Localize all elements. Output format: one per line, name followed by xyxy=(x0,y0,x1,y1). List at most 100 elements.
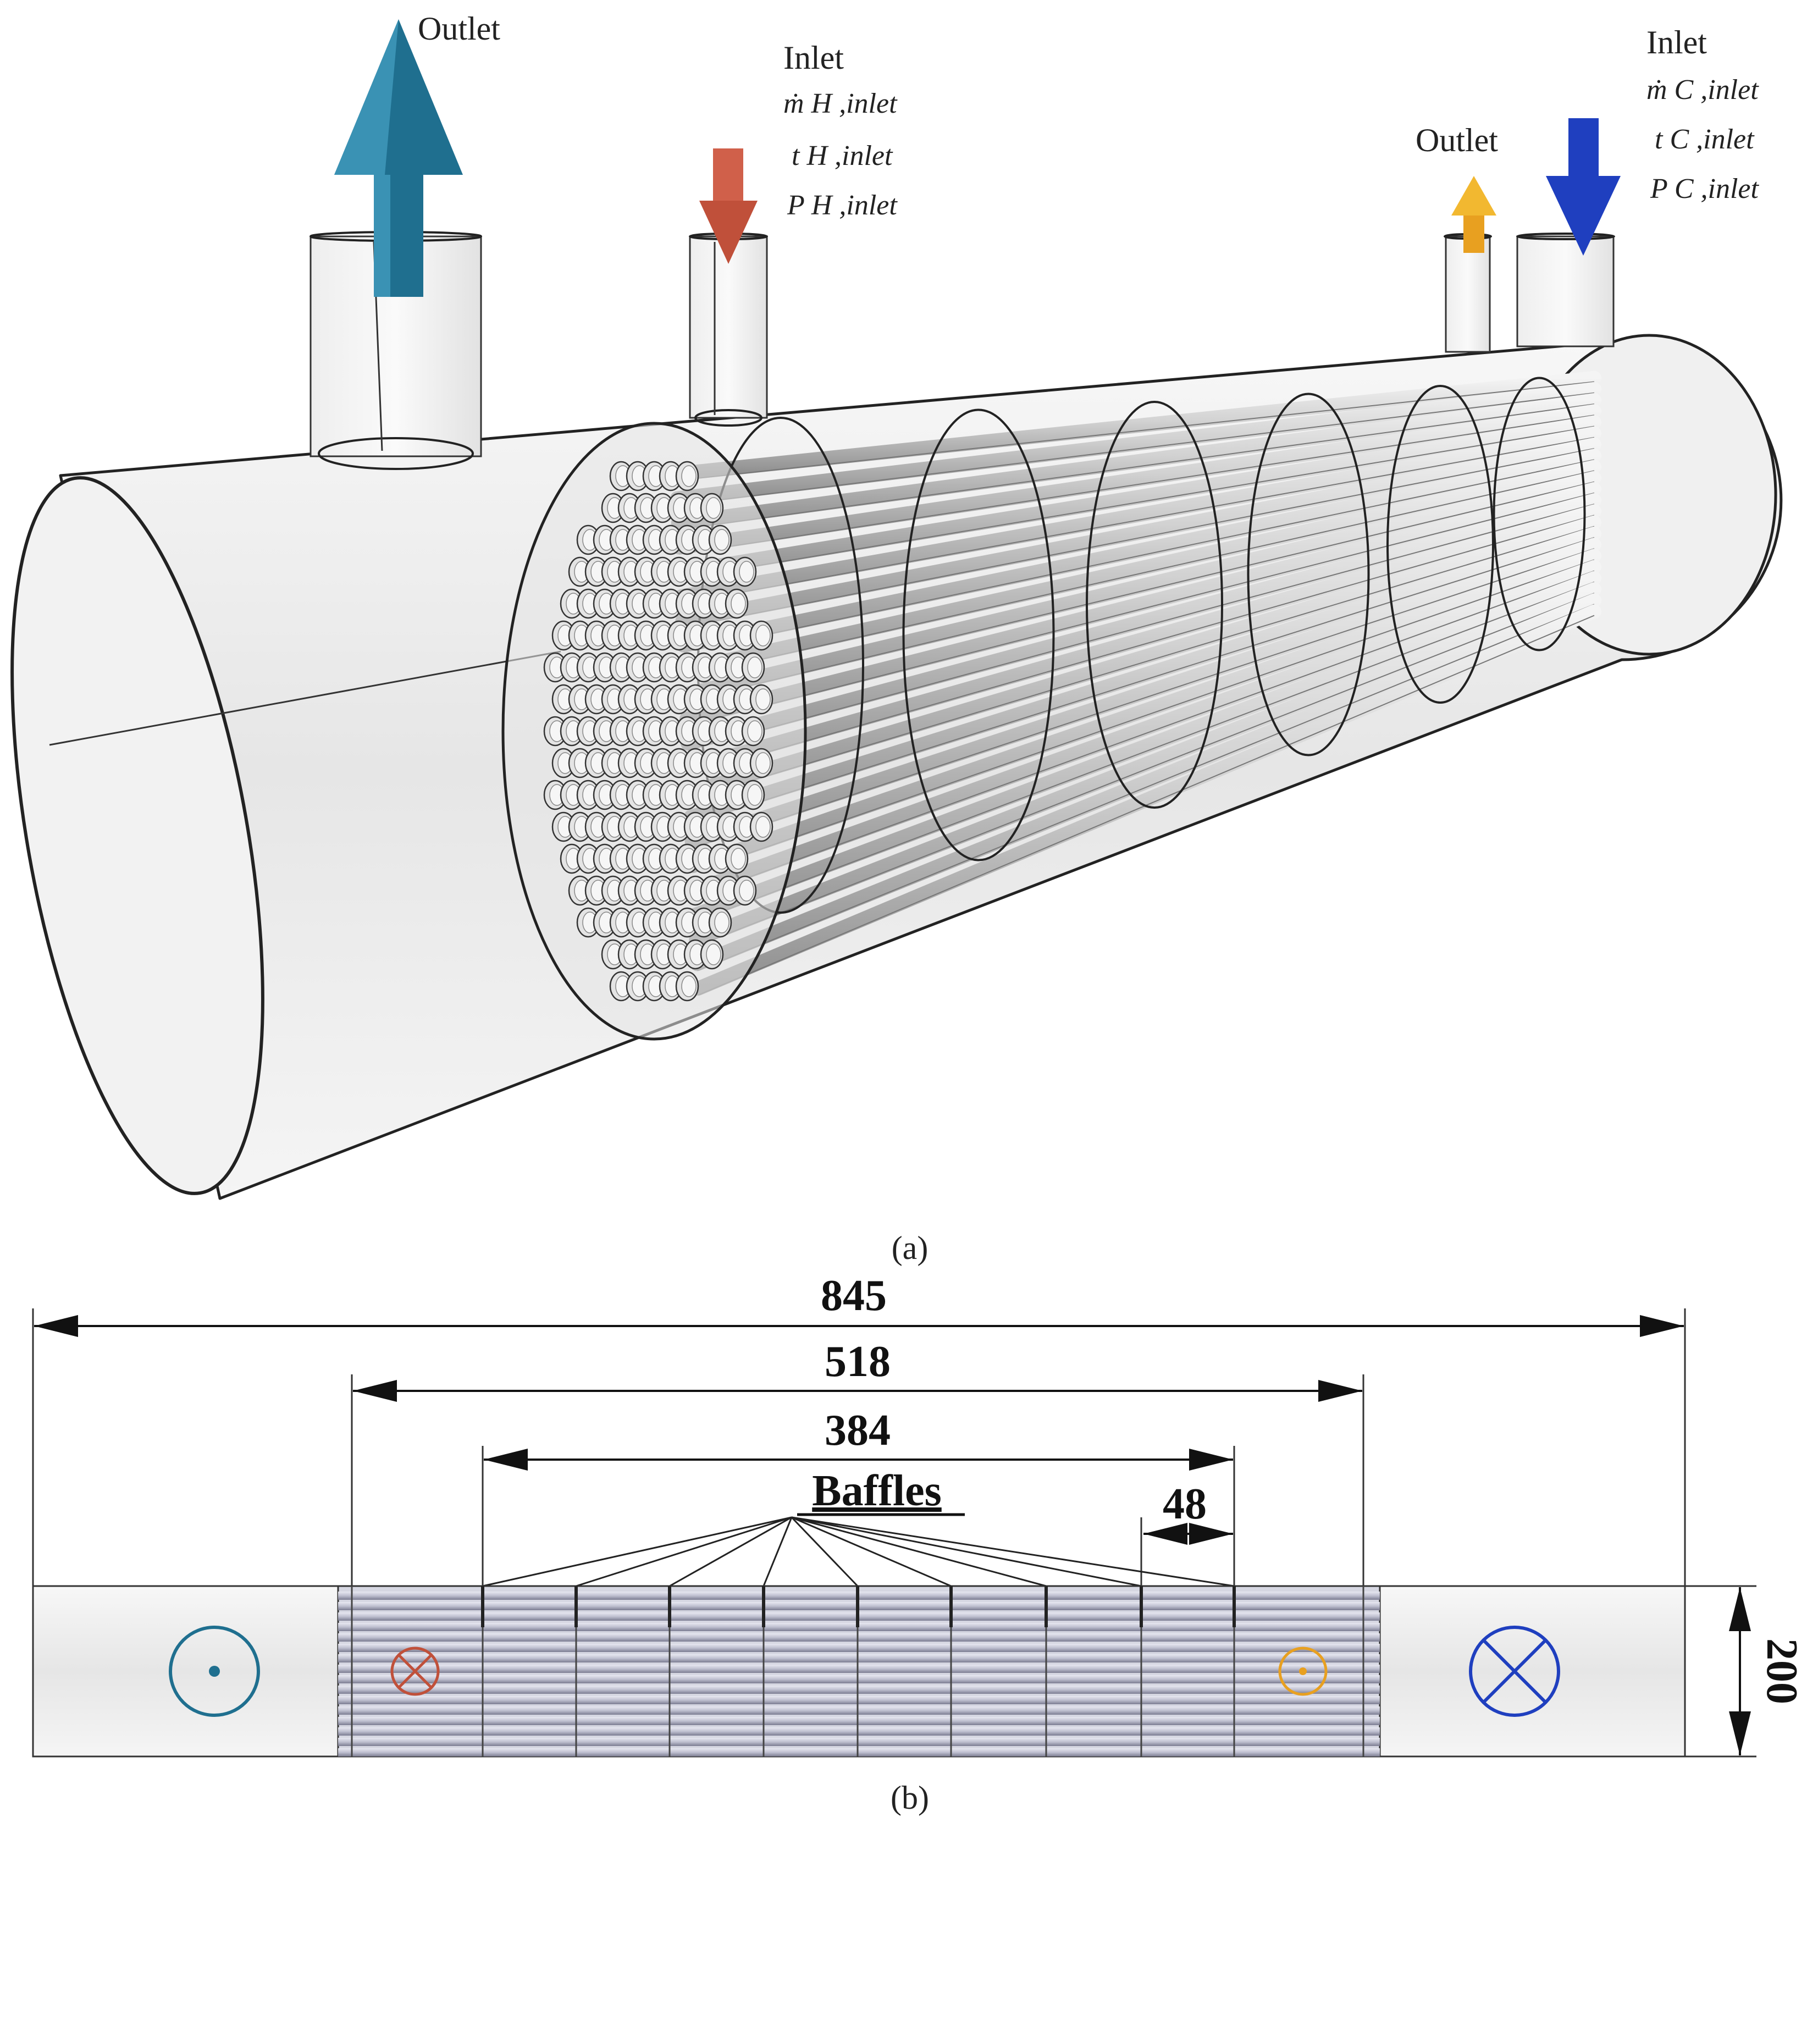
cold-inlet-pressure: P C ,inlet xyxy=(1650,173,1759,205)
tube-bore xyxy=(755,625,771,647)
leader-line xyxy=(791,1516,1142,1587)
tube-bore xyxy=(731,593,746,615)
tube-edge xyxy=(695,593,1595,947)
tube-edge xyxy=(686,492,1595,726)
tube-bore xyxy=(706,497,721,519)
dimension-tube-length: 518 xyxy=(351,1338,1364,1594)
tube xyxy=(679,482,1601,726)
tube-edge xyxy=(677,392,1595,506)
tube-edge xyxy=(694,570,1595,898)
tube xyxy=(681,504,1601,775)
tube-edge xyxy=(687,504,1595,751)
tube xyxy=(687,560,1601,898)
tube xyxy=(688,571,1601,922)
tube-side xyxy=(338,1686,1380,1694)
leader-line xyxy=(791,1516,1047,1587)
tube-edge xyxy=(684,470,1595,677)
leader-line xyxy=(762,1517,793,1587)
tube xyxy=(673,415,1601,579)
panel-a-3d-view: Outlet Inlet ṁ H ,inlet t H ,inlet P H ,… xyxy=(10,10,1783,1266)
tube-side xyxy=(338,1675,1380,1683)
tube xyxy=(678,471,1601,702)
hot-outlet-nozzle xyxy=(310,231,482,470)
cold-inlet-arrow xyxy=(1546,118,1621,256)
tube xyxy=(686,549,1601,874)
tube xyxy=(677,460,1601,677)
tube-edge xyxy=(681,437,1595,604)
leader-line xyxy=(791,1516,1235,1587)
hot-inlet-mass-flow: ṁ H ,inlet xyxy=(783,88,898,119)
tube xyxy=(670,382,1601,506)
tube-edge xyxy=(693,559,1595,874)
baffles-callout: Baffles xyxy=(482,1467,1235,1587)
tube-edge xyxy=(682,448,1595,628)
leader-line xyxy=(669,1516,792,1587)
tube-bore xyxy=(681,975,697,997)
tube-edge xyxy=(683,459,1595,653)
tube xyxy=(690,593,1601,971)
tube-side xyxy=(338,1665,1380,1673)
tube-side xyxy=(338,1654,1380,1662)
tube xyxy=(680,493,1601,751)
hot-outlet-arrow xyxy=(334,19,463,297)
cold-outlet-arrow xyxy=(1451,176,1496,253)
hot-inlet-label: Inlet xyxy=(783,40,844,76)
tube-bore xyxy=(706,943,721,965)
tube-bore xyxy=(714,911,730,933)
dimension-diameter: 200 xyxy=(1685,1585,1806,1758)
tube-bore xyxy=(747,784,762,806)
tube xyxy=(669,371,1601,481)
tube-side xyxy=(338,1633,1380,1642)
tube-bundle xyxy=(669,371,1601,996)
tube-edge xyxy=(685,481,1595,702)
tube xyxy=(676,449,1601,653)
panel-b-side-view: 845 518 384 48 Baffles xyxy=(32,1272,1806,1816)
tube-bore xyxy=(747,720,762,742)
baffle xyxy=(1247,393,1370,756)
tube xyxy=(684,538,1601,849)
tube-edge xyxy=(679,415,1595,555)
tube-edge xyxy=(678,403,1595,531)
shell-seam xyxy=(49,650,561,746)
tube-edge xyxy=(680,426,1595,579)
leader-line xyxy=(791,1516,859,1587)
cold-inlet-symbol xyxy=(1469,1626,1560,1717)
tube xyxy=(691,604,1601,996)
tube-edge xyxy=(688,515,1595,775)
tube-side xyxy=(338,1748,1380,1756)
tube-bore xyxy=(755,752,771,774)
tube xyxy=(674,426,1601,604)
cold-inlet-mass-flow: ṁ C ,inlet xyxy=(1646,74,1759,106)
leader-line xyxy=(576,1516,792,1587)
hot-inlet-arrow xyxy=(699,148,758,264)
cold-outlet-label: Outlet xyxy=(1416,122,1498,158)
dimension-baffle-span: 384 xyxy=(482,1406,1235,1594)
tube-edge xyxy=(694,581,1595,922)
tube-bore xyxy=(739,561,754,583)
tube xyxy=(682,515,1601,800)
tube-side xyxy=(338,1727,1380,1736)
hot-inlet-pressure: P H ,inlet xyxy=(787,190,898,221)
left-header xyxy=(32,1585,339,1758)
cold-inlet-temperature: t C ,inlet xyxy=(1655,124,1755,155)
tube-bore xyxy=(739,880,754,902)
hot-inlet-temperature: t H ,inlet xyxy=(792,140,893,172)
tube xyxy=(671,393,1601,531)
dim-baffle-spacing-text: 48 xyxy=(1163,1480,1207,1528)
tube-bore xyxy=(755,688,771,710)
dim-baffle-span-text: 384 xyxy=(825,1406,891,1455)
baffles-label: Baffles xyxy=(812,1467,942,1515)
tube xyxy=(689,582,1601,947)
baffle xyxy=(902,408,1055,861)
tube-edge xyxy=(697,604,1595,971)
baffle xyxy=(1386,385,1494,704)
tube-side xyxy=(338,1738,1380,1746)
right-header xyxy=(1379,1585,1686,1758)
cold-outlet-symbol xyxy=(1278,1647,1328,1696)
dimension-baffle-spacing: 48 xyxy=(1140,1480,1233,1594)
baffle xyxy=(1086,401,1223,809)
tube-bore xyxy=(747,656,762,678)
leader-line xyxy=(482,1516,792,1587)
tube-side xyxy=(338,1717,1380,1725)
